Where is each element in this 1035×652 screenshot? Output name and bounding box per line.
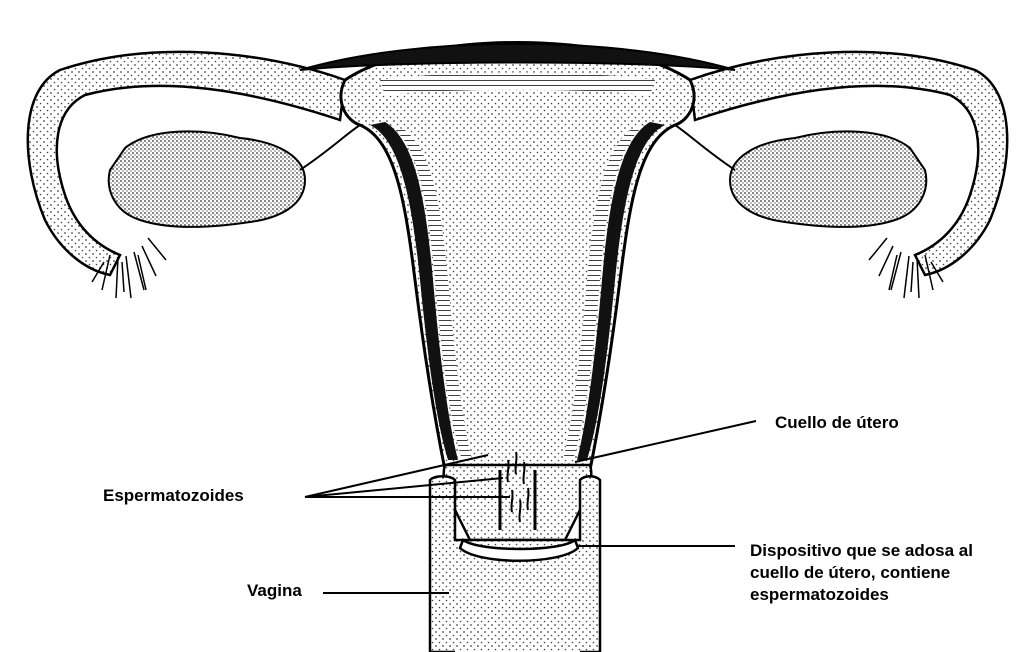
vaginal-canal [455, 560, 580, 652]
left-ovary [109, 131, 305, 227]
label-dispositivo-line-3: espermatozoides [750, 584, 1030, 606]
left-ovarian-ligament [300, 125, 360, 170]
label-dispositivo-line-2: cuello de útero, contiene [750, 562, 1030, 584]
uterus-outer-wall [341, 43, 694, 471]
right-ovary [730, 131, 926, 227]
label-vagina: Vagina [247, 580, 302, 602]
cuello-leader-line [575, 421, 756, 462]
label-dispositivo: Dispositivo que se adosa al cuello de út… [750, 540, 1030, 606]
right-ovarian-ligament [675, 125, 735, 170]
label-cuello-de-utero: Cuello de útero [775, 412, 899, 434]
cervix [444, 465, 592, 540]
label-dispositivo-line-1: Dispositivo que se adosa al [750, 540, 1030, 562]
label-espermatozoides: Espermatozoides [103, 485, 244, 507]
